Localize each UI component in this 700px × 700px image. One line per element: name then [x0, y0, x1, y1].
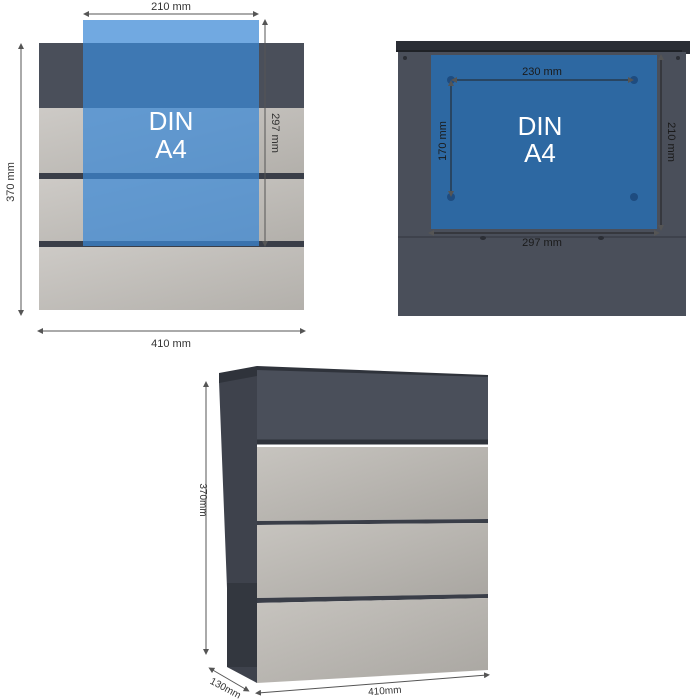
back-clip-2 — [598, 236, 604, 240]
perspective-width-line — [255, 672, 490, 696]
back-din-label-1: DIN — [518, 111, 563, 141]
front-din-a4-overlay — [83, 20, 259, 246]
front-view: DIN A4 210 mm 297 mm 370 mm 410 mm — [5, 1, 306, 350]
back-screw-hole-4 — [630, 193, 638, 201]
perspective-depth-line — [208, 667, 250, 692]
back-screw-hole-1 — [447, 76, 455, 84]
back-din-width-label: 297 mm — [522, 237, 562, 249]
perspective-top-panel — [257, 370, 488, 442]
front-din-label-1: DIN — [149, 106, 194, 136]
perspective-panel-3 — [257, 598, 488, 683]
back-din-a4-overlay — [431, 55, 657, 229]
back-rail-end — [682, 44, 690, 54]
perspective-side-opening — [227, 583, 257, 667]
back-inner-height-label: 170 mm — [437, 121, 449, 161]
front-din-width-label: 210 mm — [151, 1, 191, 13]
front-din-label-2: A4 — [155, 134, 187, 164]
back-screw-hole-2 — [630, 76, 638, 84]
perspective-height-label: 370mm — [197, 483, 208, 516]
back-screw-hole-3 — [447, 193, 455, 201]
perspective-panel-1 — [257, 447, 488, 521]
perspective-width-label: 410mm — [368, 685, 402, 698]
perspective-gap-2 — [257, 594, 488, 603]
back-rail-edge — [396, 50, 686, 52]
back-clip-1 — [480, 236, 486, 240]
perspective-depth-label: 130mm — [208, 676, 243, 700]
perspective-view: 370mm 130mm 410mm — [197, 366, 490, 700]
back-rivet-1 — [403, 56, 407, 60]
back-din-height-label: 210 mm — [665, 122, 677, 162]
perspective-panel-2 — [257, 523, 488, 598]
front-din-height-label: 297 mm — [269, 113, 281, 153]
back-inner-width-label: 230 mm — [522, 66, 562, 78]
front-panel-3 — [39, 247, 304, 310]
back-rivet-2 — [676, 56, 680, 60]
back-din-label-2: A4 — [524, 138, 556, 168]
back-top-rail — [396, 41, 690, 50]
front-width-label: 410 mm — [151, 338, 191, 350]
front-height-label: 370 mm — [5, 162, 17, 202]
back-view: DIN A4 230 mm 170 mm 210 mm 297 mm — [396, 41, 690, 316]
